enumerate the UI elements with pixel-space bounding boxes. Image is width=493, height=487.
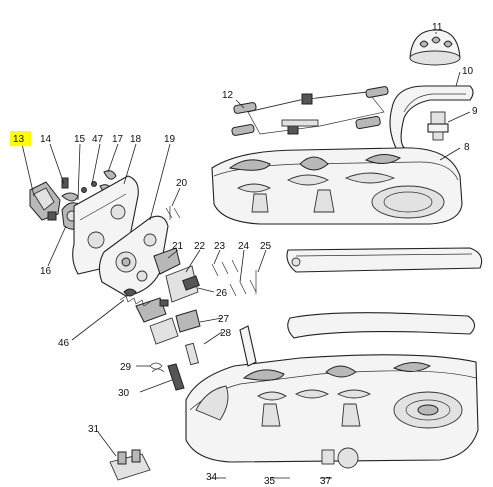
part-12-switch-assembly bbox=[231, 86, 389, 136]
callout-28: 28 bbox=[220, 328, 232, 339]
callout-26: 26 bbox=[216, 288, 228, 299]
callout-14: 14 bbox=[40, 134, 52, 145]
callout-16: 16 bbox=[40, 266, 52, 277]
callout-27: 27 bbox=[218, 314, 230, 325]
lower-housing bbox=[185, 354, 479, 469]
callout-30: 30 bbox=[118, 388, 130, 399]
callout-labels: 11 10 9 8 12 13 14 15 47 17 18 19 16 20 … bbox=[13, 22, 478, 487]
callout-13: 13 bbox=[13, 134, 25, 145]
part-13-bracket bbox=[29, 181, 61, 221]
callout-34: 34 bbox=[206, 472, 218, 483]
callout-46: 46 bbox=[58, 338, 70, 349]
gasket-strip-lower bbox=[287, 312, 476, 339]
callout-8: 8 bbox=[464, 142, 470, 153]
part-46-spring bbox=[119, 288, 151, 307]
callout-15: 15 bbox=[74, 134, 86, 145]
callout-25: 25 bbox=[260, 241, 272, 252]
leader-lines bbox=[21, 32, 471, 479]
callout-24: 24 bbox=[238, 241, 250, 252]
callout-11: 11 bbox=[432, 22, 443, 33]
callout-23: 23 bbox=[214, 241, 226, 252]
part-19-control-plate bbox=[98, 215, 169, 297]
callout-29: 29 bbox=[120, 362, 132, 373]
parts-21-23-valve-assembly bbox=[135, 247, 201, 345]
callout-20: 20 bbox=[176, 178, 188, 189]
callout-31: 31 bbox=[88, 424, 100, 435]
callout-10: 10 bbox=[462, 66, 474, 77]
callout-13-highlight bbox=[10, 131, 31, 146]
part-11-knob bbox=[409, 29, 461, 66]
callout-47: 47 bbox=[92, 134, 104, 145]
callout-37: 37 bbox=[320, 476, 332, 487]
part-8-upper-housing bbox=[211, 147, 463, 225]
gasket-strip-upper bbox=[286, 247, 483, 273]
parts-27-28-pins bbox=[184, 325, 257, 367]
callout-19: 19 bbox=[164, 134, 176, 145]
part-31-bracket bbox=[109, 449, 151, 481]
callout-12: 12 bbox=[222, 90, 234, 101]
parts-29-30-springs bbox=[149, 362, 185, 391]
callout-21: 21 bbox=[172, 241, 184, 252]
callout-17: 17 bbox=[112, 134, 124, 145]
part-9-fitting bbox=[427, 111, 449, 141]
callout-18: 18 bbox=[130, 134, 142, 145]
callout-22: 22 bbox=[194, 241, 206, 252]
parts-24-25-wire-clips bbox=[211, 259, 257, 297]
callout-35: 35 bbox=[264, 476, 276, 487]
part-20-clips bbox=[165, 206, 181, 220]
callout-9: 9 bbox=[472, 106, 478, 117]
